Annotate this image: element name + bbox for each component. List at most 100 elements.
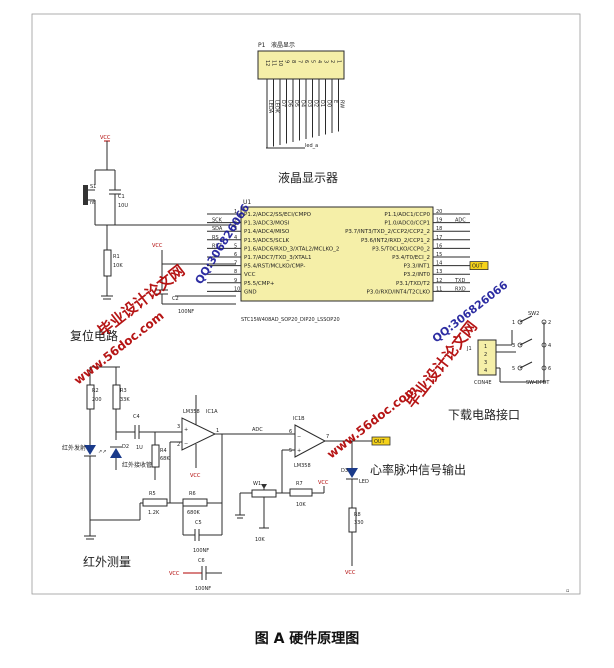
mcu-right-net-label: RXD xyxy=(455,286,466,292)
mcu-left-pin-num: 2 xyxy=(234,218,237,224)
lcd-net-label: D6 xyxy=(287,100,293,107)
reset-circuit: VCC S1 nt C1 10U R1 10K VCC xyxy=(70,135,236,343)
j1-ref: J1 xyxy=(466,346,472,352)
lcd-net-label: RW xyxy=(339,100,345,108)
mcu-right-pin-num: 17 xyxy=(436,235,442,241)
d1-ir-emitter xyxy=(84,445,96,455)
r1-ref: R1 xyxy=(113,254,120,260)
mcu-left-net-label: RS xyxy=(212,235,219,241)
ic1b-pin6: 6 xyxy=(289,429,292,435)
sheet-border xyxy=(31,13,581,595)
r1-val: 10K xyxy=(113,263,123,269)
adc-net-label: ADC xyxy=(252,427,263,433)
r2-ref: R2 xyxy=(92,388,99,394)
d2-ir-receiver xyxy=(110,448,122,458)
r7-vcc-label: VCC xyxy=(318,480,329,486)
d1-label: 红外发射 xyxy=(62,444,86,452)
r7-resistor xyxy=(289,488,313,497)
c1-ref: C1 xyxy=(118,194,125,200)
r5-val: 1.2K xyxy=(148,510,160,516)
svg-text:+: + xyxy=(184,427,188,433)
ic1b-opamp xyxy=(294,424,327,458)
mcu-left-pin-num: 10 xyxy=(234,286,240,292)
sw2-pin-number: 4 xyxy=(548,343,551,349)
r6-resistor xyxy=(182,498,208,507)
lcd-net-label: E xyxy=(332,100,338,103)
lcd-title: 液晶显示 xyxy=(271,41,295,49)
lcd-pin-number: 4 xyxy=(316,60,322,63)
mcu-right-pin-num: 12 xyxy=(436,278,442,284)
pulse-section-label: 心率脉冲信号输出 xyxy=(370,462,466,477)
mcu-right-net-label: TXD xyxy=(454,278,465,284)
reset-section-label: 复位电路 xyxy=(70,328,118,343)
lcd-net-label: LEDA xyxy=(267,100,273,114)
c5-ref: C5 xyxy=(195,520,202,526)
d1-arrows: ↗↗ xyxy=(98,449,106,455)
mcu-right-pin-num: 20 xyxy=(436,209,442,215)
d2-ref: D2 xyxy=(122,444,129,450)
sw2-pin-number: 1 xyxy=(512,320,515,326)
w1-val: 10K xyxy=(255,537,265,543)
lcd-pin-number: 3 xyxy=(323,60,329,63)
ic1b-pin7: 7 xyxy=(326,434,329,440)
ic1a-opamp xyxy=(181,417,217,451)
ir-circuit: R2 200 R3 33K 红外发射 ↗↗ D2 红外接收管 C4 1U R4 … xyxy=(62,366,290,592)
r5-resistor xyxy=(142,498,168,507)
mcu-ref: U1 xyxy=(243,199,251,206)
s1-ref: S1 xyxy=(90,184,96,190)
c4-val: 1U xyxy=(136,445,143,451)
d3-val: LED xyxy=(359,479,369,485)
mcu-right-pin-name: P1.0/ADC0/CCP1 xyxy=(384,221,430,227)
w1-potentiometer xyxy=(251,489,277,498)
mcu-body xyxy=(240,206,434,302)
c2-val: 100NF xyxy=(178,309,194,315)
mcu-left-pin-num: 3 xyxy=(234,226,237,232)
mcu-right-net-label: OUT xyxy=(472,264,484,270)
mcu-left-pin-name: VCC xyxy=(244,272,256,278)
mcu-right-pin-num: 15 xyxy=(436,252,442,258)
ic1b-ref: IC1B xyxy=(293,416,305,422)
mcu-left-pin-name: P1.7/ADC7/TXD_3/XTAL1 xyxy=(244,255,312,261)
mcu-right-pin-name: P3.1/TXD/T2 xyxy=(396,281,430,287)
j1-pin-number: 1 xyxy=(484,344,487,350)
mcu-left-pin-name: P1.2/ADC2/SS/ECI/CMPO xyxy=(244,212,312,218)
r8-vcc-label: VCC xyxy=(345,570,356,576)
mcu-left-pin-name: P5.5/CMP+ xyxy=(244,281,275,287)
svg-text:−: − xyxy=(184,441,188,447)
lcd-pin-number: 1 xyxy=(336,60,342,63)
lcd-pin-number: 8 xyxy=(290,60,296,63)
mcu-left-pin-num: 6 xyxy=(234,252,237,258)
mcu-left-pin-num: 1 xyxy=(234,209,237,215)
r6-ref: R6 xyxy=(189,491,196,497)
s1-val: nt xyxy=(90,200,95,206)
d2-label: 红外接收管 xyxy=(122,461,152,469)
reset-vcc-label: VCC xyxy=(100,135,111,141)
r4-val: 68K xyxy=(160,456,170,462)
mcu-left-pin-name: P5.4/RST/MCLKO/CMP- xyxy=(244,264,305,270)
mcu-left-net-label: RST xyxy=(212,243,223,249)
mcu-right-pin-name: P3.0/RXD/INT4/T2CLKO xyxy=(367,289,431,295)
lcd-net-label: D1 xyxy=(319,100,325,107)
mcu-left-pin-num: 8 xyxy=(234,269,237,275)
r3-val: 33K xyxy=(120,397,130,403)
c2-ref: C2 xyxy=(172,296,179,302)
lcd-led-label: led_a xyxy=(305,143,318,149)
j1-pin-number: 3 xyxy=(484,360,487,366)
mcu-right-pin-name: P3.6/INT2/RXD_2/CCP1_2 xyxy=(361,238,430,244)
svg-text:1: 1 xyxy=(216,428,219,434)
c4-ref: C4 xyxy=(133,414,140,420)
lcd-net-label: D2 xyxy=(313,100,319,107)
r4-ref: R4 xyxy=(160,448,167,454)
r2-val: 200 xyxy=(92,397,102,403)
figure-caption: 图 A 硬件原理图 xyxy=(254,631,360,647)
mcu-right-net-label: ADC xyxy=(455,218,466,224)
sw2-part: SW-DPDT xyxy=(526,380,550,386)
j1-pin-number: 2 xyxy=(484,352,487,358)
j1-pin-number: 4 xyxy=(484,368,487,374)
lcd-net-label: D4 xyxy=(300,100,306,107)
d3-ref: D3 xyxy=(341,468,348,474)
svg-text:−: − xyxy=(297,434,301,440)
